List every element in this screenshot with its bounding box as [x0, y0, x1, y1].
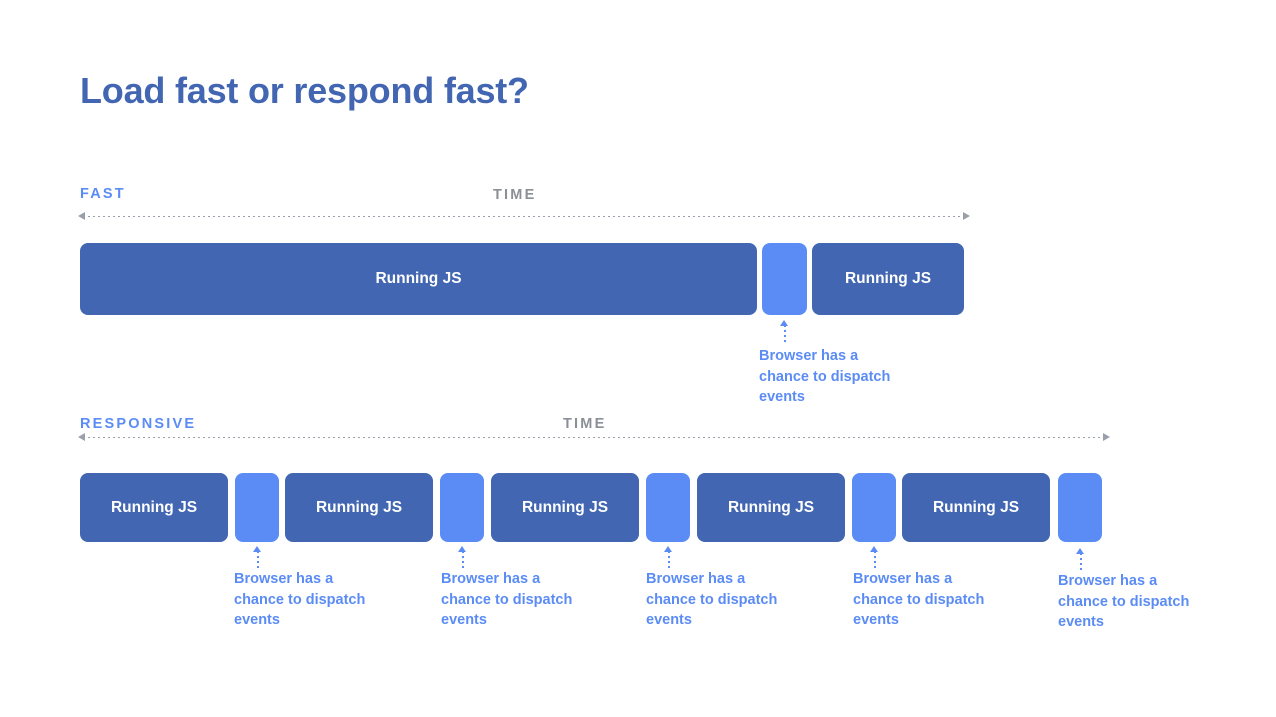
timeline-block-gap[interactable]: [762, 243, 807, 315]
timeline-block-js[interactable]: Running JS: [902, 473, 1050, 542]
callout-arrow-up-icon: [664, 546, 673, 568]
timeline-block-label: Running JS: [375, 270, 462, 287]
callout-arrow-up-icon: [870, 546, 879, 568]
timeline-block-label: Running JS: [844, 270, 932, 287]
timeline-block-label: Running JS: [315, 498, 403, 516]
timeline-block-label: Running JS: [110, 498, 198, 516]
axis-arrow-left-icon: [78, 212, 85, 220]
arrow-stem: [462, 551, 464, 568]
timeline-block-label: Running JS: [932, 498, 1020, 516]
callout-arrow-up-icon: [458, 546, 467, 568]
row-responsive-time-axis: [78, 433, 1110, 442]
arrow-stem: [784, 325, 786, 345]
timeline-block-label: Running JS: [727, 498, 815, 516]
callout-text: Browser has a chance to dispatch events: [234, 571, 366, 628]
row-fast-left-label: FAST: [80, 186, 126, 202]
axis-dotted-line: [83, 437, 1105, 438]
timeline-block-js[interactable]: Running JS: [697, 473, 845, 542]
row-responsive-left-label: RESPONSIVE: [80, 416, 197, 432]
arrow-stem: [668, 551, 670, 568]
page-title: Load fast or respond fast?: [80, 70, 529, 111]
timeline-block-js[interactable]: Running JS: [285, 473, 433, 542]
arrow-stem: [874, 551, 876, 568]
axis-arrow-right-icon: [963, 212, 970, 220]
timeline-block-gap[interactable]: [235, 473, 279, 542]
arrow-stem: [1080, 553, 1082, 570]
callout-text: Browser has a chance to dispatch events: [853, 571, 985, 628]
arrow-head-icon: [253, 546, 261, 552]
arrow-head-icon: [780, 320, 788, 326]
arrow-stem: [257, 551, 259, 568]
callout-arrow-up-icon: [780, 320, 789, 345]
axis-arrow-left-icon: [78, 433, 85, 441]
timeline-block-js[interactable]: Running JS: [80, 473, 228, 542]
arrow-head-icon: [458, 546, 466, 552]
arrow-head-icon: [870, 546, 878, 552]
timeline-block-label: Running JS: [521, 498, 609, 516]
timeline-block-js[interactable]: Running JS: [80, 243, 757, 315]
timeline-block-gap[interactable]: [852, 473, 896, 542]
row-responsive-time-label: TIME: [563, 416, 607, 432]
arrow-head-icon: [1076, 548, 1084, 554]
timeline-block-gap[interactable]: [646, 473, 690, 542]
callout-arrow-up-icon: [1076, 548, 1085, 570]
timeline-block-gap[interactable]: [440, 473, 484, 542]
callout-text: Browser has a chance to dispatch events: [759, 348, 891, 405]
row-fast-time-label: TIME: [493, 187, 537, 203]
timeline-block-js[interactable]: Running JS: [812, 243, 964, 315]
arrow-head-icon: [664, 546, 672, 552]
axis-arrow-right-icon: [1103, 433, 1110, 441]
axis-dotted-line: [83, 216, 965, 217]
callout-text: Browser has a chance to dispatch events: [1058, 573, 1190, 630]
timeline-block-gap[interactable]: [1058, 473, 1102, 542]
timeline-block-js[interactable]: Running JS: [491, 473, 639, 542]
callout-arrow-up-icon: [253, 546, 262, 568]
row-fast-time-axis: [78, 212, 970, 221]
callout-text: Browser has a chance to dispatch events: [441, 571, 573, 628]
callout-text: Browser has a chance to dispatch events: [646, 571, 778, 628]
